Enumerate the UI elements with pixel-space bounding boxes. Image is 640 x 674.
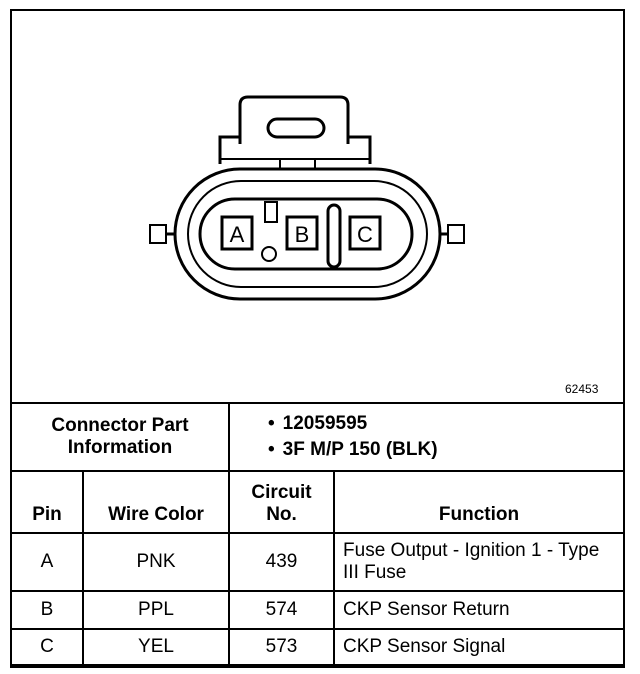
part-number: 12059595 [268,413,615,435]
part-info-label: Connector Part Information [9,402,231,472]
circuit-cell: 439 [228,531,336,593]
page-border [10,9,625,668]
pin-label-a: A [230,222,245,247]
connector-table: Connector Part Information 12059595 3F M… [9,402,625,667]
part-description: 3F M/P 150 (BLK) [268,439,615,461]
function-cell: Fuse Output - Ignition 1 - Type III Fuse [333,531,625,593]
pin-label-c: C [357,222,373,247]
wire-color-cell: YEL [81,627,231,667]
pin-cell: C [10,627,84,667]
function-cell: CKP Sensor Return [333,590,625,630]
pin-label-b: B [295,222,310,247]
header-wire-color: Wire Color [81,469,231,534]
figure-id: 62453 [565,382,599,396]
wire-color-cell: PNK [81,531,231,593]
circuit-cell: 573 [228,627,336,667]
header-pin: Pin [10,469,84,534]
function-cell: CKP Sensor Signal [333,627,625,667]
pin-cell: B [10,590,84,630]
connector-diagram: A B C [149,95,465,301]
header-function: Function [333,469,625,534]
table-row: C YEL 573 CKP Sensor Signal [10,627,625,667]
part-info-values: 12059595 3F M/P 150 (BLK) [228,402,625,472]
circuit-cell: 574 [228,590,336,630]
part-info-row: Connector Part Information 12059595 3F M… [9,402,625,472]
pin-cell: A [10,531,84,593]
wire-color-cell: PPL [81,590,231,630]
table-row: A PNK 439 Fuse Output - Ignition 1 - Typ… [10,531,625,593]
table-row: B PPL 574 CKP Sensor Return [10,590,625,630]
